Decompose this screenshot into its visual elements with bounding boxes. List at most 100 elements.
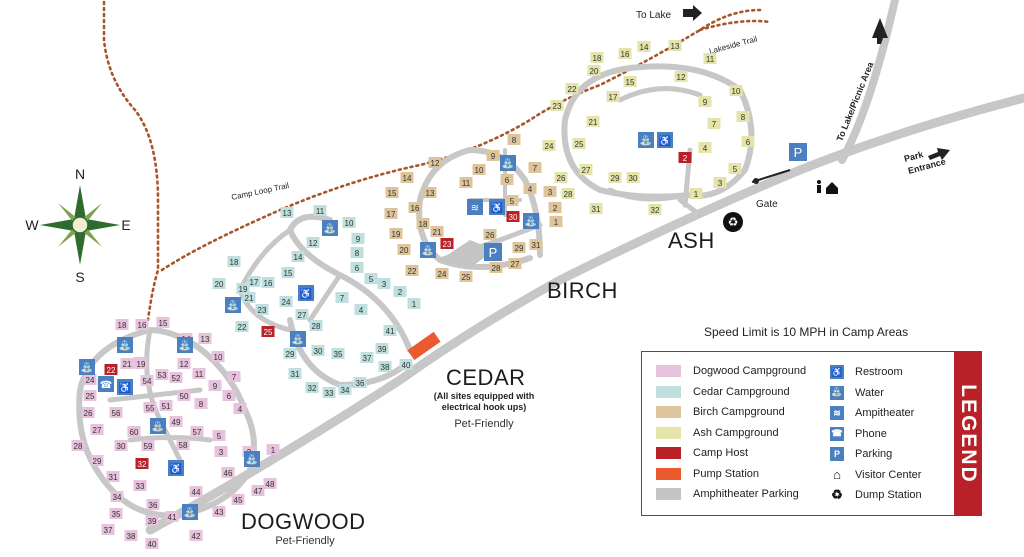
legend-label: Water bbox=[855, 386, 884, 399]
campsite-birch-5: 5 bbox=[505, 195, 519, 206]
campsite-cedar-8: 8 bbox=[350, 247, 364, 258]
campsite-dogwood-9: 9 bbox=[208, 380, 222, 391]
svg-text:10: 10 bbox=[732, 87, 741, 96]
campsite-dogwood-6: 6 bbox=[222, 390, 236, 401]
parking-icon: P bbox=[789, 143, 807, 161]
svg-text:23: 23 bbox=[258, 306, 267, 315]
svg-text:30: 30 bbox=[117, 442, 126, 451]
legend-item-restroom: ♿Restroom bbox=[830, 365, 903, 379]
campsite-dogwood-47: 47 bbox=[251, 485, 265, 496]
campsite-dogwood-3: 3 bbox=[214, 446, 228, 457]
legend-item-water: ⛲Water bbox=[830, 385, 884, 400]
campsite-dogwood-49: 49 bbox=[169, 416, 183, 427]
legend-swatch bbox=[656, 426, 681, 439]
legend-swatch bbox=[656, 488, 681, 500]
svg-text:30: 30 bbox=[314, 347, 323, 356]
campsite-birch-14: 14 bbox=[400, 172, 414, 183]
svg-text:28: 28 bbox=[564, 190, 573, 199]
legend-label: Visitor Center bbox=[855, 468, 922, 481]
legend-item-amphitheater-parking: Amphitheater Parking bbox=[656, 488, 799, 500]
campsite-cedar-2: 2 bbox=[393, 286, 407, 297]
svg-text:16: 16 bbox=[411, 204, 420, 213]
restroom-icon: ♿ bbox=[489, 199, 505, 215]
svg-text:⛲: ⛲ bbox=[640, 134, 652, 147]
svg-text:31: 31 bbox=[532, 241, 541, 250]
svg-text:22: 22 bbox=[408, 267, 417, 276]
svg-text:29: 29 bbox=[93, 457, 102, 466]
campsite-dogwood-55: 55 bbox=[143, 402, 157, 413]
svg-text:38: 38 bbox=[127, 532, 136, 541]
svg-text:31: 31 bbox=[109, 473, 118, 482]
campsite-dogwood-1: 1 bbox=[266, 444, 280, 455]
campsite-cedar-28: 28 bbox=[309, 320, 323, 331]
svg-text:35: 35 bbox=[334, 350, 343, 359]
svg-text:32: 32 bbox=[308, 384, 317, 393]
restroom-icon: ♿ bbox=[298, 285, 314, 301]
svg-text:55: 55 bbox=[146, 404, 155, 413]
svg-text:51: 51 bbox=[162, 402, 171, 411]
campsite-cedar-1: 1 bbox=[407, 298, 421, 309]
campsite-cedar-19: 19 bbox=[236, 283, 250, 294]
svg-text:8: 8 bbox=[355, 249, 360, 258]
compass-e: E bbox=[121, 217, 130, 233]
campsite-dogwood-56: 56 bbox=[109, 407, 123, 418]
svg-text:32: 32 bbox=[138, 460, 147, 469]
amphitheater-icon: ≋ bbox=[467, 199, 483, 215]
campsite-dogwood-52: 52 bbox=[169, 372, 183, 383]
svg-text:1: 1 bbox=[412, 300, 417, 309]
water-icon: ⛲ bbox=[244, 451, 260, 467]
visitor-center-icon bbox=[817, 180, 838, 194]
campsite-dogwood-40: 40 bbox=[145, 538, 159, 549]
legend-swatch bbox=[656, 467, 681, 480]
svg-text:37: 37 bbox=[104, 526, 113, 535]
gate-marker bbox=[753, 178, 759, 184]
campsite-birch-10: 10 bbox=[472, 164, 486, 175]
campsite-dogwood-22: 22 bbox=[104, 364, 118, 375]
legend-item-dogwood-campground: Dogwood Campground bbox=[656, 365, 806, 377]
svg-text:46: 46 bbox=[224, 469, 233, 478]
campsite-cedar-4: 4 bbox=[354, 304, 368, 315]
campsite-dogwood-18: 18 bbox=[115, 319, 129, 330]
svg-text:59: 59 bbox=[144, 442, 153, 451]
campsite-ash-3: 3 bbox=[713, 177, 727, 188]
campsite-dogwood-42: 42 bbox=[189, 530, 203, 541]
svg-text:24: 24 bbox=[438, 270, 447, 279]
svg-text:54: 54 bbox=[143, 377, 152, 386]
campsite-cedar-37: 37 bbox=[360, 352, 374, 363]
parking-icon: P bbox=[484, 243, 502, 261]
svg-text:26: 26 bbox=[557, 174, 566, 183]
compass-s: S bbox=[75, 269, 84, 285]
campsite-ash-8: 8 bbox=[736, 111, 750, 122]
svg-text:18: 18 bbox=[419, 220, 428, 229]
birch-loop-label: BIRCH bbox=[547, 278, 618, 303]
svg-text:⛲: ⛲ bbox=[179, 339, 191, 352]
svg-text:⛲: ⛲ bbox=[525, 215, 537, 228]
svg-text:♻: ♻ bbox=[728, 215, 739, 229]
svg-text:27: 27 bbox=[93, 426, 102, 435]
cedar-note-2: electrical hook ups) bbox=[442, 402, 527, 412]
svg-text:22: 22 bbox=[568, 85, 577, 94]
legend-label: Cedar Campground bbox=[693, 385, 790, 398]
compass-rose: N S E W bbox=[25, 166, 130, 285]
svg-text:5: 5 bbox=[217, 432, 222, 441]
svg-text:5: 5 bbox=[510, 197, 515, 206]
campsite-dogwood-11: 11 bbox=[192, 368, 206, 379]
campsite-ash-10: 10 bbox=[729, 85, 743, 96]
legend-item-cedar-campground: Cedar Campground bbox=[656, 385, 790, 398]
campsite-dogwood-50: 50 bbox=[177, 390, 191, 401]
campsite-ash-24: 24 bbox=[542, 140, 556, 151]
legend-label: Camp Host bbox=[693, 447, 749, 459]
svg-text:⛲: ⛲ bbox=[246, 453, 258, 466]
legend-label: Pump Station bbox=[693, 467, 760, 480]
svg-text:27: 27 bbox=[298, 311, 307, 320]
water-icon: ⛲ bbox=[638, 132, 654, 148]
water-icon: ⛲ bbox=[225, 297, 241, 313]
svg-text:♿: ♿ bbox=[119, 381, 131, 394]
svg-text:17: 17 bbox=[250, 278, 259, 287]
svg-text:20: 20 bbox=[215, 280, 224, 289]
svg-text:P: P bbox=[794, 145, 803, 160]
svg-text:12: 12 bbox=[677, 73, 686, 82]
campsite-birch-22: 22 bbox=[405, 265, 419, 276]
svg-text:⛲: ⛲ bbox=[119, 339, 131, 352]
